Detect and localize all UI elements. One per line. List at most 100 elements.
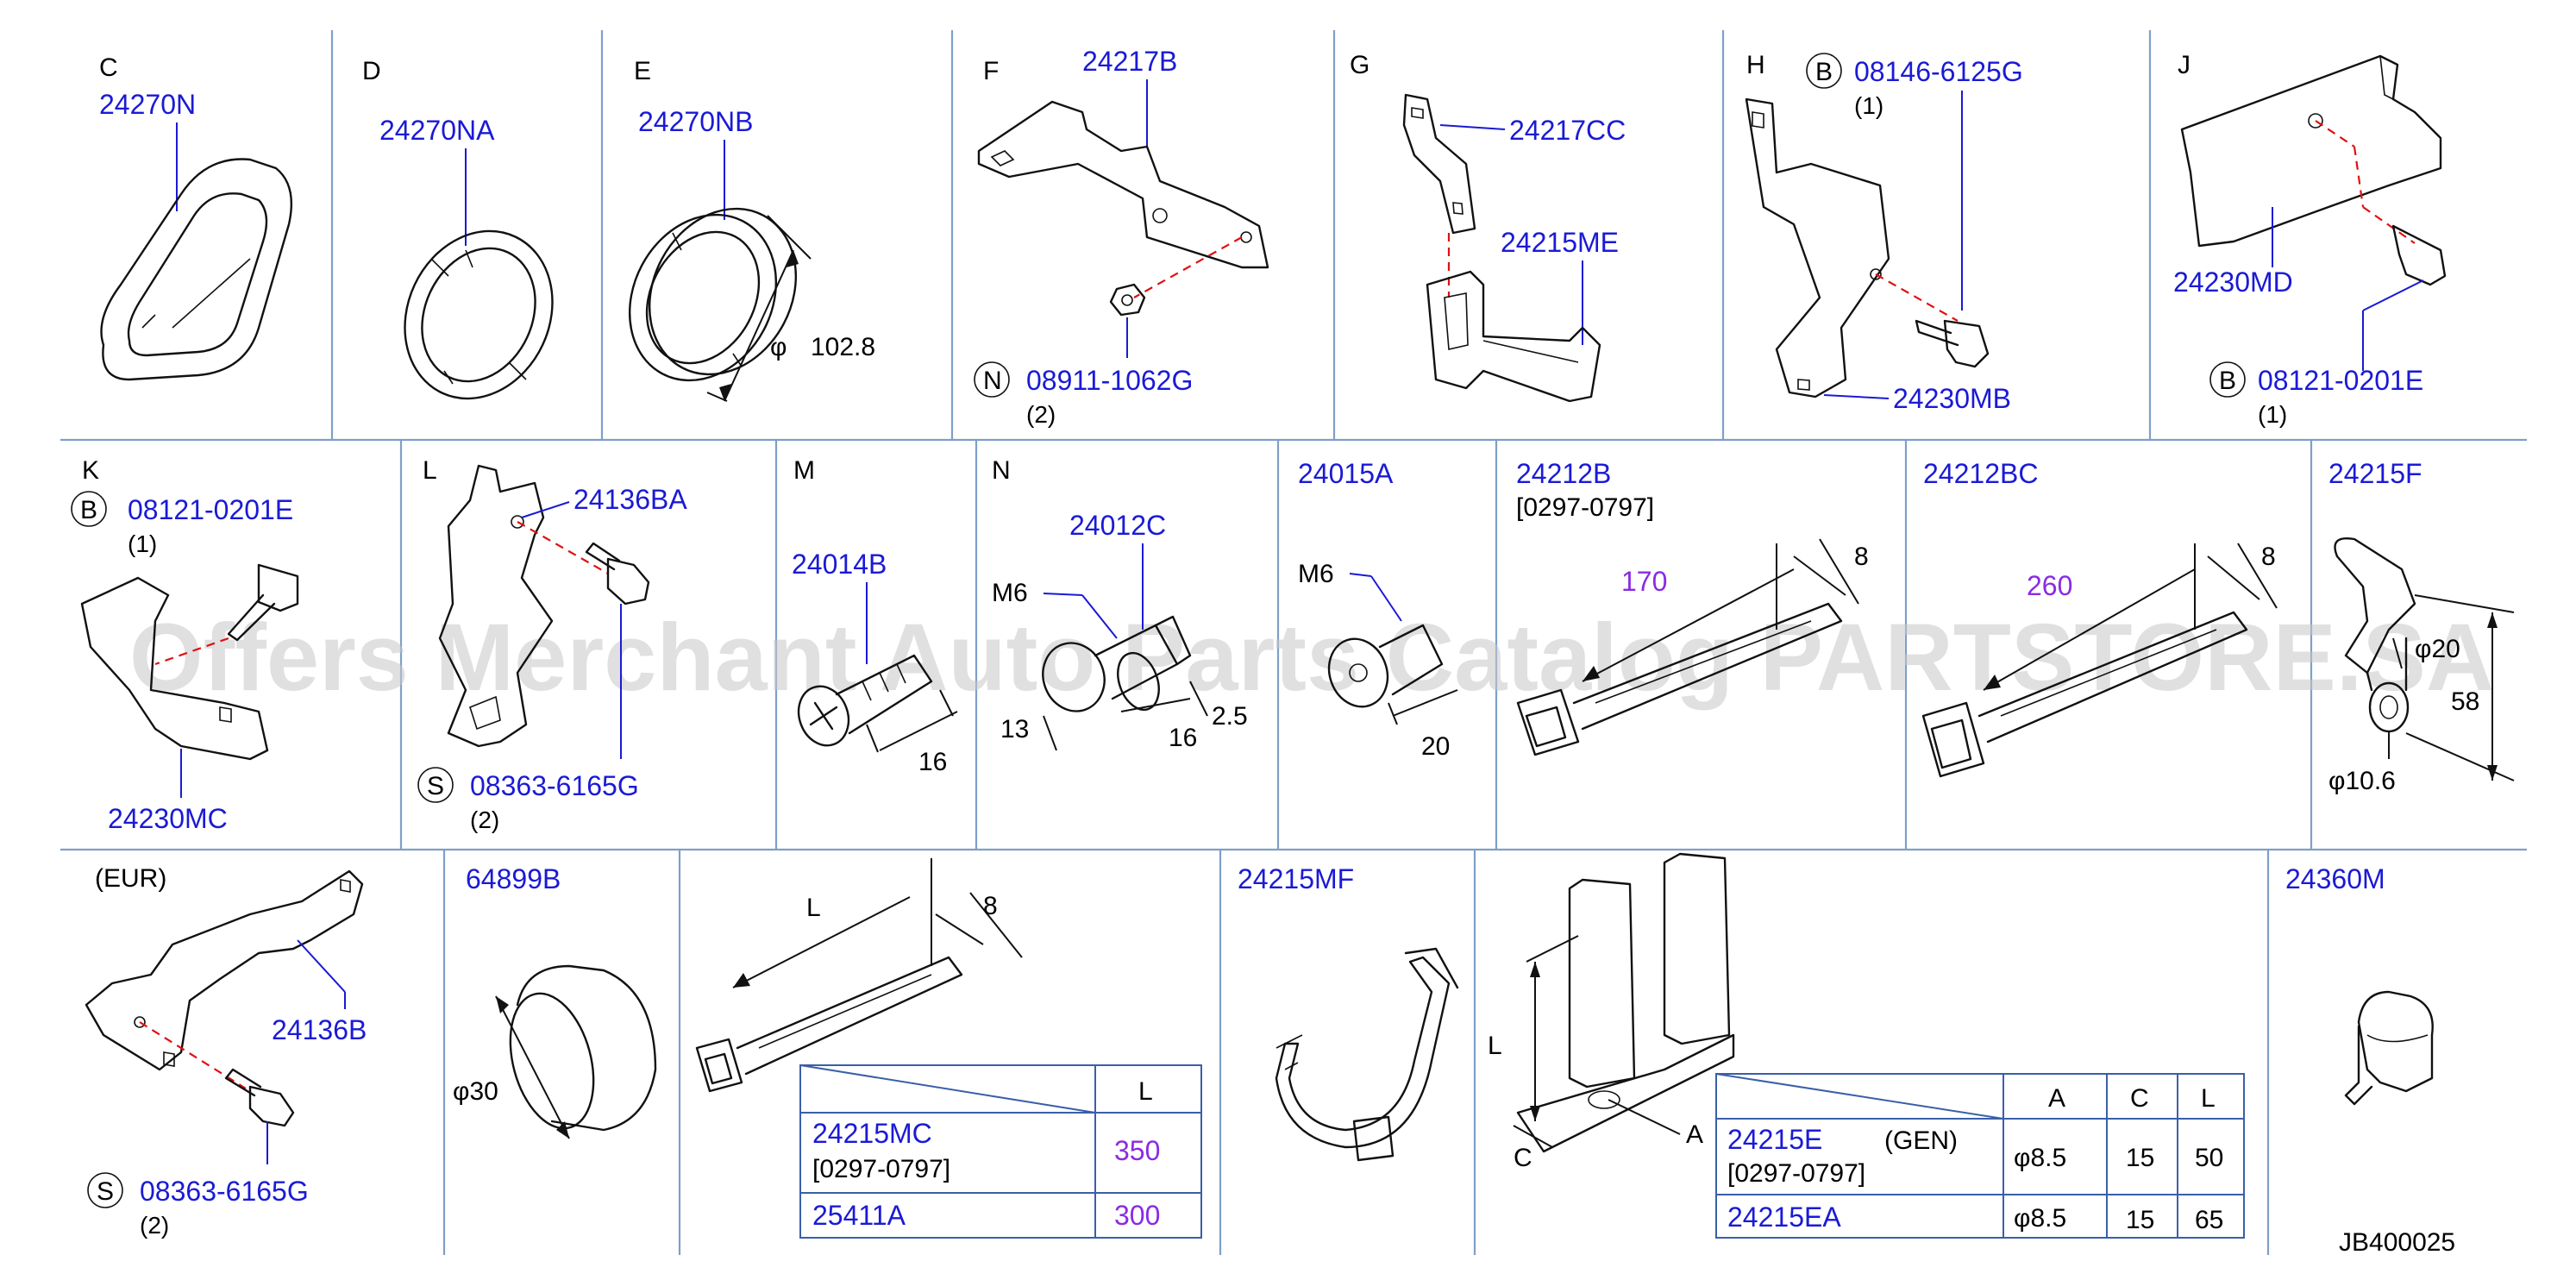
qty-h: (1) [1854,92,1883,119]
cell-64899b: 64899B φ30 [453,863,657,1139]
dim-16-m: 16 [918,748,947,776]
table-acl-row1-a: φ8.5 [2014,1144,2066,1172]
table-acl-row2-l: 65 [2195,1206,2223,1234]
symbol-s-l: S [427,772,444,800]
part-24215MF[interactable]: 24215MF [1238,863,1354,894]
bolt-k-drawing [227,563,299,642]
qty-k: (1) [128,530,157,557]
cell-24215f: 24215F φ20 58 φ10.6 [2328,458,2515,795]
bracket-eur-drawing [85,869,364,1071]
part-24215F[interactable]: 24215F [2328,458,2422,489]
part-08363-6165G-l[interactable]: 08363-6165G [470,770,639,801]
table-acl-row2-c: 15 [2126,1206,2154,1234]
dim-58: 58 [2451,687,2479,716]
part-24360M[interactable]: 24360M [2285,863,2385,894]
dim-m6-n: M6 [992,579,1028,607]
cell-f: F 24217B N 08911-1062G (2) [974,46,1269,428]
cell-k: K B 08121-0201E (1) 24230MC [71,456,299,834]
part-24014B[interactable]: 24014B [792,549,887,580]
part-24212BC[interactable]: 24212BC [1923,458,2038,489]
table-acl-header-a: A [2048,1084,2065,1113]
part-24230MC[interactable]: 24230MC [108,803,228,834]
dim-L-tie: L [806,894,821,922]
table-l-row1-part[interactable]: 24215MC [812,1118,932,1149]
part-24215ME[interactable]: 24215ME [1501,227,1619,258]
table-l-row1-value: 350 [1114,1135,1160,1166]
table-l-header: L [1138,1077,1153,1106]
cell-eur: (EUR) 24136B S 08363-6165G (2) [85,864,367,1239]
table-acl-row1-note: [0297-0797] [1727,1159,1865,1188]
symbol-b-j: B [2219,367,2236,395]
dim-phi-102: φ [770,333,787,361]
dim-170: 170 [1621,566,1667,597]
part-24270NA[interactable]: 24270NA [379,115,495,146]
part-08146-6125G[interactable]: 08146-6125G [1854,56,2023,87]
cell-24212bc: 24212BC 260 8 [1921,458,2278,778]
table-acl-row2-part[interactable]: 24215EA [1727,1202,1841,1233]
part-08121-0201E-j[interactable]: 08121-0201E [2258,365,2423,396]
part-24136B[interactable]: 24136B [272,1014,367,1045]
grid-lines [60,30,2527,1255]
watermark: Offers Merchant Auto Parts Catalog PARTS… [129,605,2494,711]
part-24012C[interactable]: 24012C [1069,510,1166,541]
part-08911-1062G[interactable]: 08911-1062G [1026,365,1193,396]
table-l-row2-part[interactable]: 25411A [812,1200,906,1231]
callout-f: F [983,57,999,85]
screw-m-drawing [797,654,933,747]
nut-drawing [1109,283,1146,317]
clip-acl-drawing [1516,852,1735,1153]
table-l-row1-note: [0297-0797] [812,1155,950,1183]
table-l-row2-value: 300 [1114,1200,1160,1231]
cell-c: C 24270N [99,53,292,381]
table-acl: A C L 24215E (GEN) [0297-0797] φ8.5 15 5… [1715,1073,2245,1239]
screw-24015a-drawing [1327,624,1444,708]
cell-m: M 24014B 16 [792,456,958,776]
cell-24360m: 24360M [2285,863,2434,1106]
part-24270N[interactable]: 24270N [99,89,196,120]
clip-g-drawing [1426,270,1601,403]
cell-d: D 24270NA [362,57,554,400]
part-08121-0201E-k[interactable]: 08121-0201E [128,494,293,525]
callout-d: D [362,57,381,85]
table-acl-row2-a: φ8.5 [2014,1204,2066,1233]
part-24217CC[interactable]: 24217CC [1509,115,1626,146]
part-08363-6165G-eur[interactable]: 08363-6165G [140,1176,309,1207]
part-24270NB[interactable]: 24270NB [638,106,753,137]
qty-l: (2) [470,806,499,833]
part-24230MD[interactable]: 24230MD [2173,267,2293,298]
cell-cable-tie-l: L 8 L 24215MC [0297-0797] 350 25411A 300 [695,858,1202,1239]
part-24217B[interactable]: 24217B [1082,46,1177,77]
cell-l: L 24136BA S 08363-6165G (2) [417,456,687,833]
table-l: L 24215MC [0297-0797] 350 25411A 300 [799,1064,1202,1239]
callout-c: C [99,53,118,82]
part-24230MB[interactable]: 24230MB [1893,383,2011,414]
dim-13: 13 [1000,715,1029,744]
table-acl-row1-part[interactable]: 24215E [1727,1124,1822,1155]
note-24212b-date: [0297-0797] [1516,493,1654,522]
dim-phi20: φ20 [2415,635,2460,663]
table-acl-row1-l: 50 [2195,1144,2223,1172]
qty-f: (2) [1026,401,1056,428]
dim-8-tie: 8 [983,892,998,920]
bolt-eur-drawing [224,1068,295,1127]
table-acl-header-c: C [2130,1084,2149,1113]
cable-tie-24212bc-drawing [1921,611,2248,778]
symbol-b-h: B [1815,58,1833,86]
dim-C: C [1514,1144,1532,1172]
part-24212B[interactable]: 24212B [1516,458,1611,489]
cell-g: G 24217CC 24215ME [1350,51,1626,403]
table-acl-header-l: L [2201,1084,2216,1113]
callout-k: K [82,456,99,485]
part-24136BA[interactable]: 24136BA [573,484,687,515]
dim-8-24212bc: 8 [2261,543,2276,571]
dim-2-5: 2.5 [1212,702,1248,731]
symbol-n: N [983,367,1002,395]
part-64899B[interactable]: 64899B [466,863,561,894]
bolt-j-drawing [2391,224,2447,286]
callout-eur: (EUR) [95,864,166,893]
dim-phi10-6: φ10.6 [2328,767,2396,795]
bracket-l-drawing [438,464,554,748]
part-24015A[interactable]: 24015A [1298,458,1394,489]
table-acl-row1-c: 15 [2126,1144,2154,1172]
